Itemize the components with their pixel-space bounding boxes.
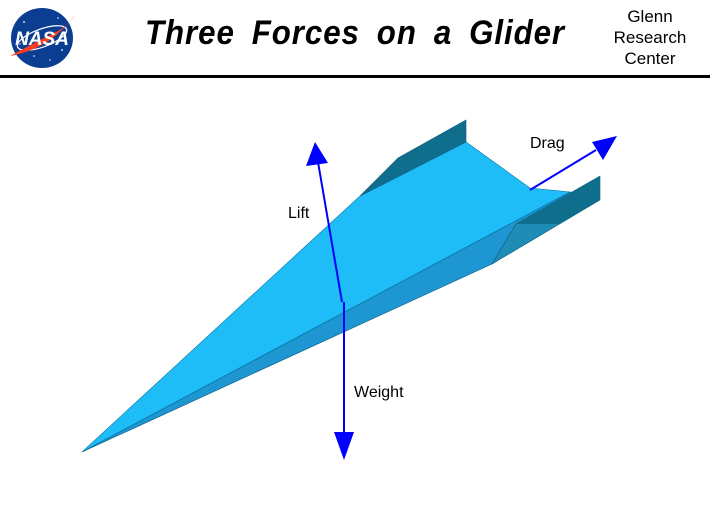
glider-fold-line bbox=[81, 191, 571, 453]
weight-arrow-head bbox=[334, 432, 354, 460]
center-name-line-2: Research bbox=[613, 28, 687, 47]
page-title: Three Forces on a Glider bbox=[144, 14, 566, 52]
weight-label: Weight bbox=[354, 384, 404, 401]
glider-winglet-near-edge bbox=[516, 176, 600, 224]
drag-arrow-head bbox=[592, 136, 617, 160]
lift-arrow-head bbox=[306, 142, 328, 166]
center-name: Glenn Research Center bbox=[600, 6, 700, 69]
lift-arrow-shaft bbox=[317, 161, 343, 303]
header-divider bbox=[0, 75, 710, 78]
lift-label: Lift bbox=[288, 205, 310, 222]
nasa-logo: NASA bbox=[10, 8, 76, 68]
drag-label: Drag bbox=[530, 135, 565, 152]
center-name-line-1: Glenn bbox=[627, 7, 673, 26]
drag-arrow-shaft bbox=[529, 149, 597, 191]
glider-wing-top bbox=[81, 141, 572, 453]
glider-winglet-far bbox=[359, 119, 467, 197]
header: NASA Three Forces on a Glider Glenn Rese… bbox=[0, 0, 710, 78]
center-name-line-3: Center bbox=[624, 49, 676, 68]
nasa-logo-text: NASA bbox=[15, 29, 69, 50]
